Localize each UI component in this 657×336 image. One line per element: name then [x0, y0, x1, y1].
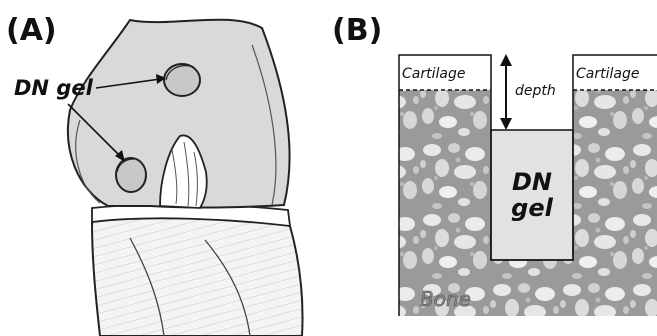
dn-gel-text-line2: gel — [511, 194, 553, 222]
panel-b-label: (B) — [332, 13, 382, 48]
dn-gel-implant — [116, 158, 146, 192]
bone-label: Bone — [420, 287, 471, 311]
dn-gel-callout: DN gel — [14, 76, 94, 100]
cartilage-label-right: Cartilage — [576, 66, 639, 82]
tibia — [92, 216, 303, 336]
dn-gel-text-line1: DN — [512, 168, 552, 196]
panel-a-label: (A) — [6, 13, 57, 48]
knee-illustration — [68, 20, 303, 336]
cartilage-label-left: Cartilage — [402, 66, 465, 82]
dn-gel-implant — [164, 64, 200, 96]
depth-label: depth — [515, 83, 556, 99]
